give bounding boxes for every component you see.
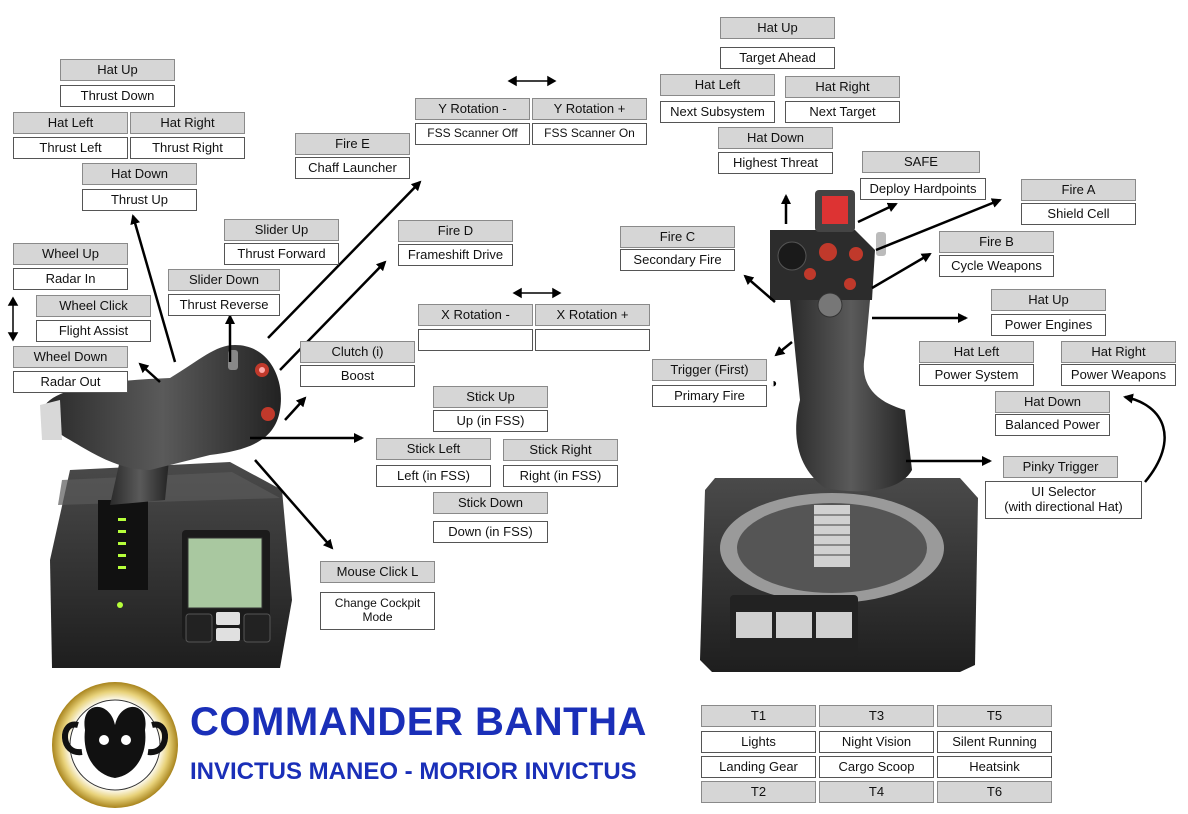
fire-c-header: Fire C (620, 226, 735, 248)
throttle-hat-right-header: Hat Right (130, 112, 245, 134)
wheel-click-value: Flight Assist (36, 320, 151, 342)
throttle-hat-left-header: Hat Left (13, 112, 128, 134)
fire-b-value: Cycle Weapons (939, 255, 1054, 277)
toggle-t5-header: T5 (937, 705, 1052, 727)
y-rotation-minus-header: Y Rotation - (415, 98, 530, 120)
toggle-t1-value: Lights (701, 731, 816, 753)
commander-logo (52, 682, 178, 808)
toggle-t2-header: T2 (701, 781, 816, 803)
y-rotation-minus-value: FSS Scanner Off (415, 123, 530, 145)
stick-down-header: Stick Down (433, 492, 548, 514)
fire-d-value: Frameshift Drive (398, 244, 513, 266)
clutch-value: Boost (300, 365, 415, 387)
stick-right-header: Stick Right (503, 439, 618, 461)
throttle-hat-right-value: Thrust Right (130, 137, 245, 159)
joy-hat-up-value: Target Ahead (720, 47, 835, 69)
x-rotation-plus-header: X Rotation + (535, 304, 650, 326)
joy-hat2-right-value: Power Weapons (1061, 364, 1176, 386)
joy-hat2-up-value: Power Engines (991, 314, 1106, 336)
toggle-t4-header: T4 (819, 781, 934, 803)
joystick-device (700, 190, 978, 672)
fire-d-header: Fire D (398, 220, 513, 242)
fire-a-value: Shield Cell (1021, 203, 1136, 225)
x-rotation-minus-value (418, 329, 533, 351)
wheel-up-value: Radar In (13, 268, 128, 290)
joy-hat2-left-header: Hat Left (919, 341, 1034, 363)
safe-header: SAFE (862, 151, 980, 173)
wheel-up-header: Wheel Up (13, 243, 128, 265)
throttle-hat-up-value: Thrust Down (60, 85, 175, 107)
mouse-click-value: Change Cockpit Mode (320, 592, 435, 630)
wheel-down-header: Wheel Down (13, 346, 128, 368)
fire-b-header: Fire B (939, 231, 1054, 253)
double-arrows (7, 75, 562, 342)
toggle-t2-value: Landing Gear (701, 756, 816, 778)
joy-hat-down-header: Hat Down (718, 127, 833, 149)
toggle-t6-value: Heatsink (937, 756, 1052, 778)
wheel-click-header: Wheel Click (36, 295, 151, 317)
joy-hat-down-value: Highest Threat (718, 152, 833, 174)
toggle-t4-value: Cargo Scoop (819, 756, 934, 778)
toggle-t3-value: Night Vision (819, 731, 934, 753)
joy-hat2-left-value: Power System (919, 364, 1034, 386)
throttle-device (40, 345, 292, 668)
slider-down-value: Thrust Reverse (168, 294, 280, 316)
clutch-header: Clutch (i) (300, 341, 415, 363)
toggle-t1-header: T1 (701, 705, 816, 727)
pinky-trigger-header: Pinky Trigger (1003, 456, 1118, 478)
x-rotation-minus-header: X Rotation - (418, 304, 533, 326)
joy-hat2-up-header: Hat Up (991, 289, 1106, 311)
toggle-t5-value: Silent Running (937, 731, 1052, 753)
throttle-hat-down-header: Hat Down (82, 163, 197, 185)
joy-hat-left-value: Next Subsystem (660, 101, 775, 123)
fire-a-header: Fire A (1021, 179, 1136, 201)
callout-arrows (130, 180, 1166, 550)
throttle-hat-up-header: Hat Up (60, 59, 175, 81)
toggle-t3-header: T3 (819, 705, 934, 727)
mouse-click-header: Mouse Click L (320, 561, 435, 583)
slider-up-value: Thrust Forward (224, 243, 339, 265)
fire-c-value: Secondary Fire (620, 249, 735, 271)
fire-e-value: Chaff Launcher (295, 157, 410, 179)
joy-hat-up-header: Hat Up (720, 17, 835, 39)
joy-hat-right-value: Next Target (785, 101, 900, 123)
half-circle-icon: ◑ (770, 376, 778, 390)
pinky-trigger-value: UI Selector (with directional Hat) (985, 481, 1142, 519)
slider-up-header: Slider Up (224, 219, 339, 241)
stick-up-value: Up (in FSS) (433, 410, 548, 432)
joy-hat-left-header: Hat Left (660, 74, 775, 96)
joy-hat2-down-header: Hat Down (995, 391, 1110, 413)
toggle-t6-header: T6 (937, 781, 1052, 803)
y-rotation-plus-value: FSS Scanner On (532, 123, 647, 145)
trigger-value: Primary Fire (652, 385, 767, 407)
throttle-hat-down-value: Thrust Up (82, 189, 197, 211)
throttle-hat-left-value: Thrust Left (13, 137, 128, 159)
safe-value: Deploy Hardpoints (860, 178, 986, 200)
joy-hat2-right-header: Hat Right (1061, 341, 1176, 363)
commander-title: COMMANDER BANTHA (190, 700, 647, 744)
stick-up-header: Stick Up (433, 386, 548, 408)
joy-hat-right-header: Hat Right (785, 76, 900, 98)
stick-left-header: Stick Left (376, 438, 491, 460)
commander-motto: INVICTUS MANEO - MORIOR INVICTUS (190, 758, 637, 785)
stick-down-value: Down (in FSS) (433, 521, 548, 543)
slider-down-header: Slider Down (168, 269, 280, 291)
y-rotation-plus-header: Y Rotation + (532, 98, 647, 120)
trigger-header: Trigger (First) (652, 359, 767, 381)
x-rotation-plus-value (535, 329, 650, 351)
stick-right-value: Right (in FSS) (503, 465, 618, 487)
fire-e-header: Fire E (295, 133, 410, 155)
joy-hat2-down-value: Balanced Power (995, 414, 1110, 436)
wheel-down-value: Radar Out (13, 371, 128, 393)
stick-left-value: Left (in FSS) (376, 465, 491, 487)
